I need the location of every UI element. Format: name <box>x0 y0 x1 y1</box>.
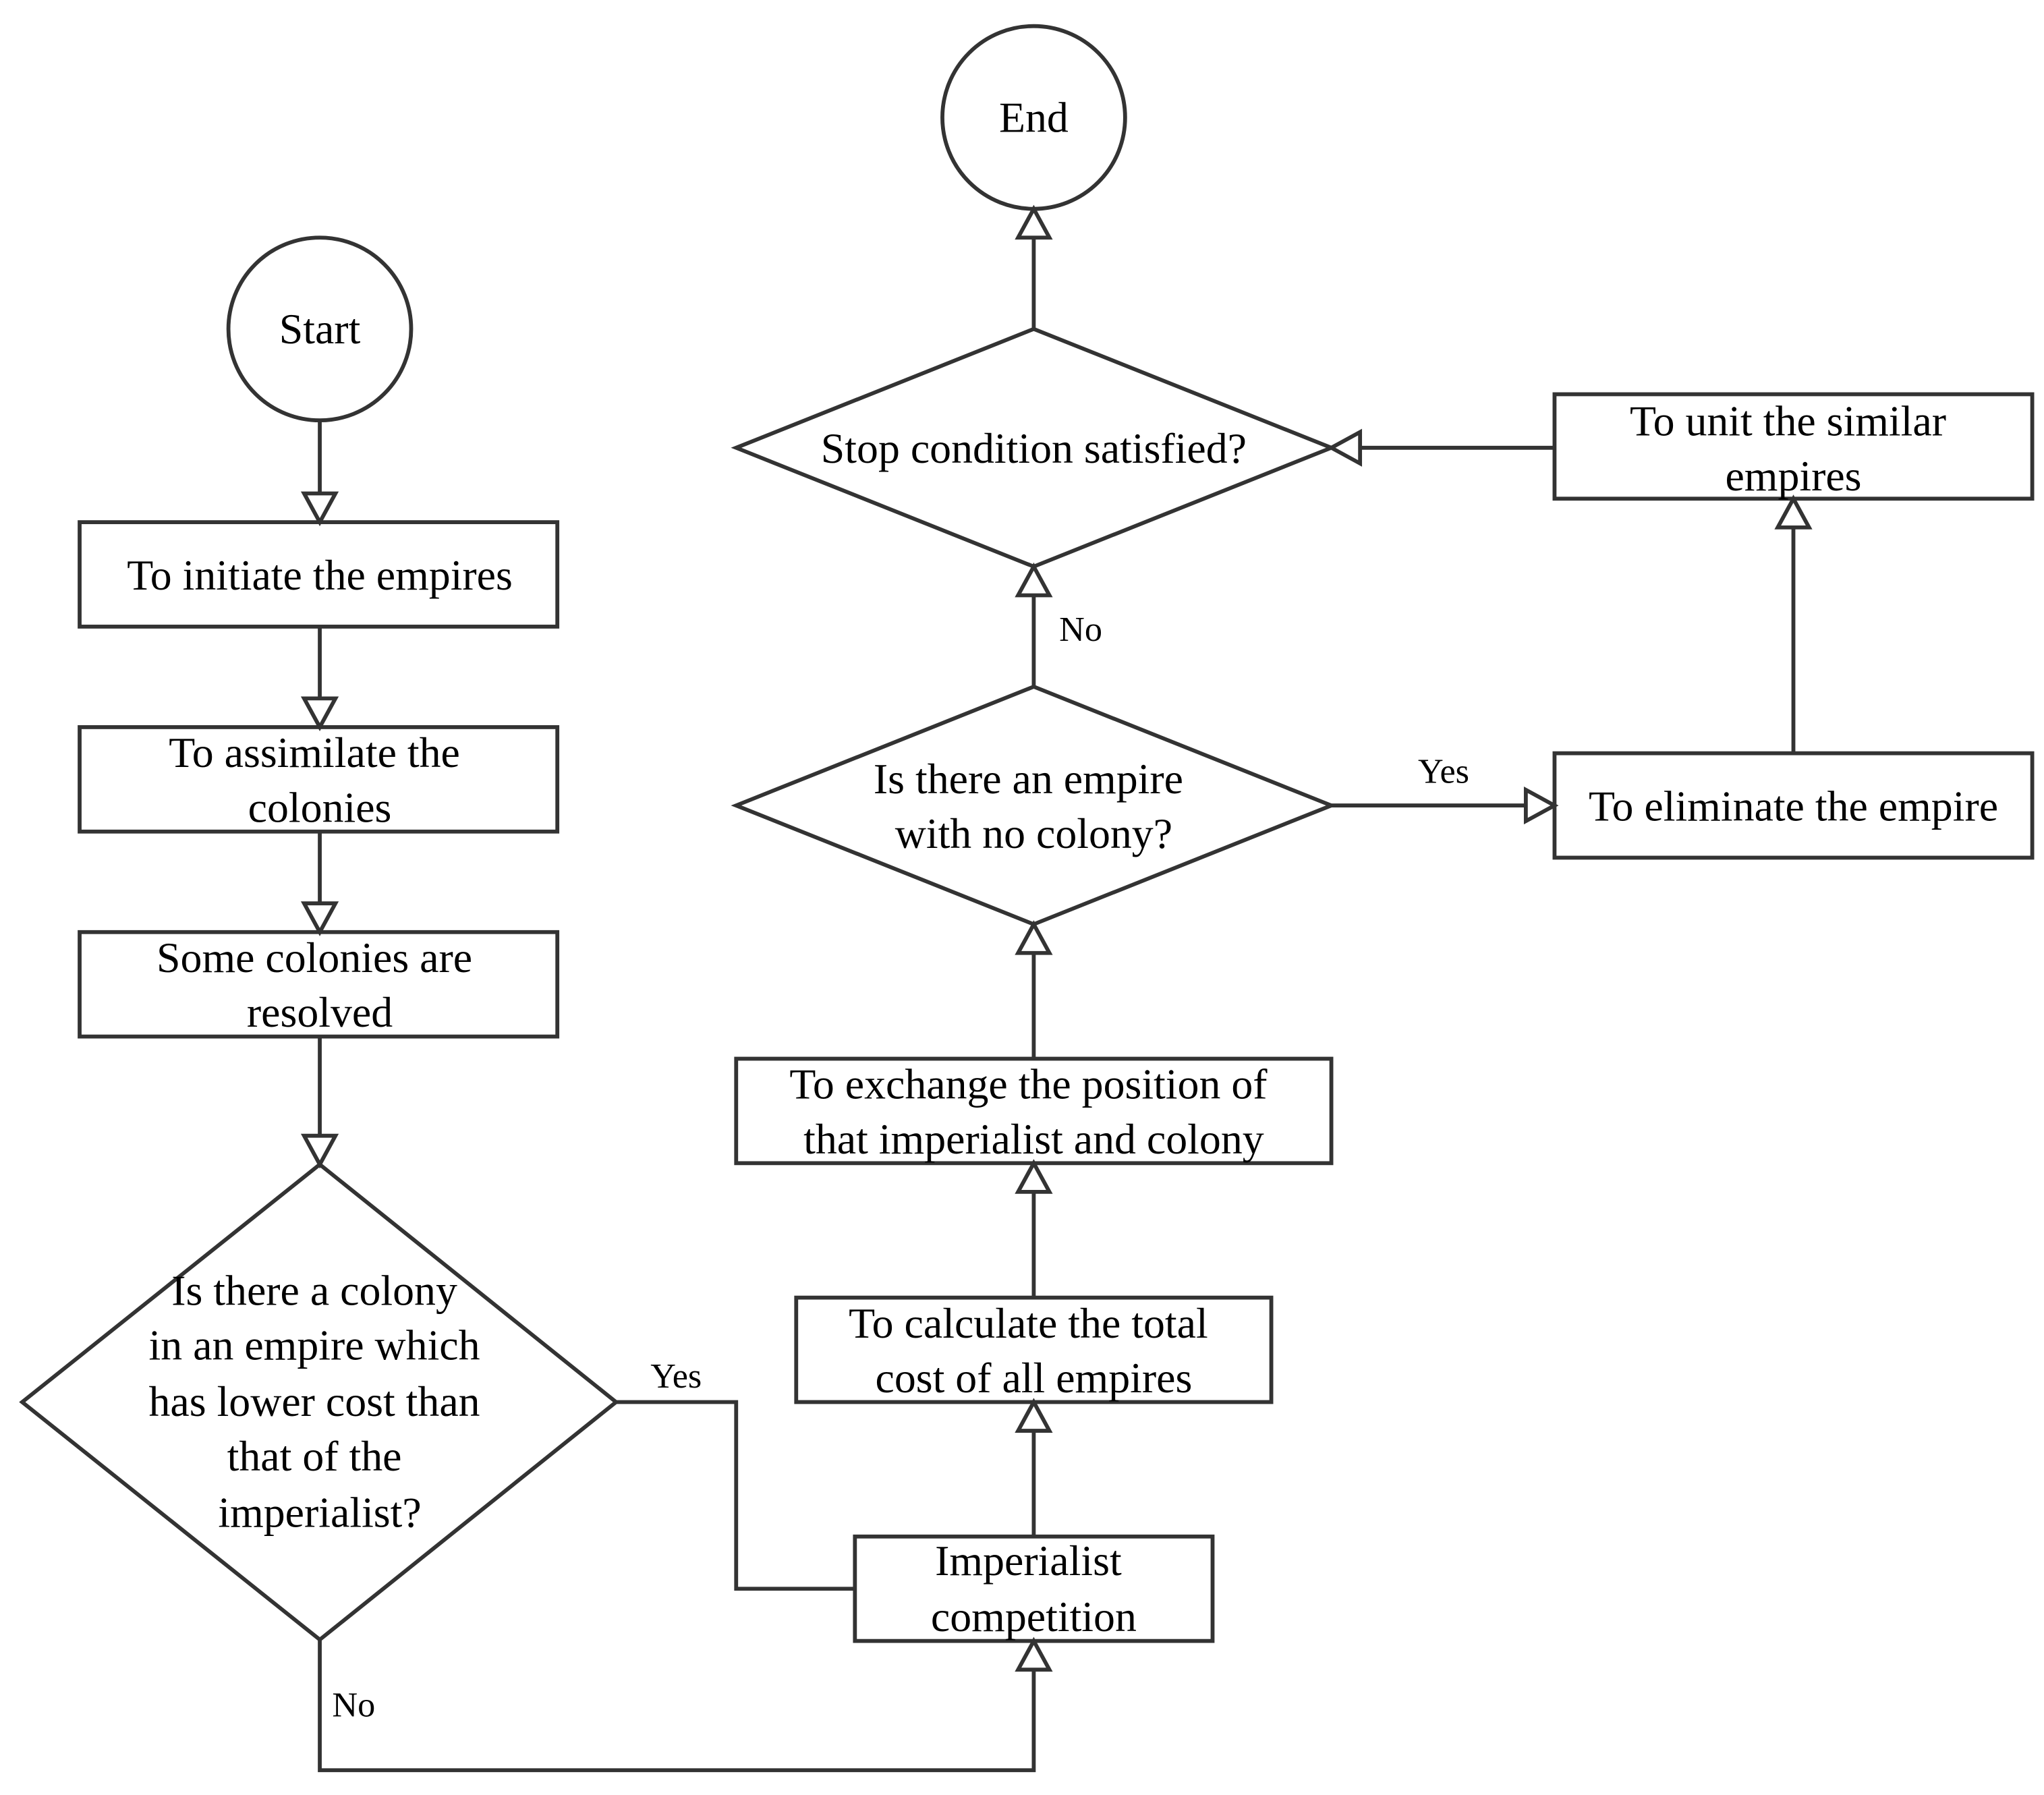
lower-cost-decision-line: Is there a colony <box>171 1266 457 1314</box>
arrowhead-up <box>1015 562 1053 598</box>
empire-no-colony-decision-line: Is there an empire <box>874 755 1183 803</box>
calculate-total-cost-text: To calculate the total cost of all empir… <box>849 1299 1219 1402</box>
arrowhead-up <box>1774 494 1813 530</box>
colonies-resolved-line: resolved <box>247 988 393 1036</box>
unit-similar-empires-text: To unit the similar empires <box>1630 397 1957 500</box>
arrowhead-right <box>1523 786 1559 825</box>
lower-cost-decision-line: has lower cost than <box>149 1377 480 1425</box>
unit-similar-empires-box <box>1552 392 2035 501</box>
initiate-empires-text: To initiate the empires <box>127 551 513 599</box>
no-colony-yes-label: Yes <box>1418 752 1469 791</box>
stop-condition-decision-text: Stop condition satisfied? <box>821 424 1247 472</box>
colonies-resolved-text: Some colonies are resolved <box>157 934 483 1036</box>
lower-cost-decision-line: that of the <box>227 1432 402 1480</box>
end-label: End <box>999 94 1069 142</box>
lower-cost-no-label: No <box>332 1685 375 1724</box>
assimilate-colonies-line: colonies <box>248 783 392 831</box>
lower-cost-decision-text: Is there a colony in an empire which has… <box>149 1266 491 1536</box>
arrowhead-up <box>1015 204 1053 240</box>
unit-similar-empires-line: To unit the similar <box>1630 397 1946 445</box>
assimilate-colonies-line: To assimilate the <box>169 729 460 776</box>
assimilate-colonies-text: To assimilate the colonies <box>169 729 471 831</box>
calculate-total-cost-line: cost of all empires <box>876 1354 1193 1402</box>
start-label: Start <box>279 305 361 353</box>
imperialist-competition-line: Imperialist <box>935 1537 1122 1585</box>
initiate-empires-line: To initiate the empires <box>127 551 513 599</box>
arrowhead-up <box>1015 1398 1053 1433</box>
edge-decision-no-to-competition <box>318 1639 1036 1773</box>
arrowhead-up <box>1015 920 1053 955</box>
arrowhead-left <box>1327 428 1363 467</box>
eliminate-empire-text: To eliminate the empire <box>1589 782 1998 830</box>
arrowhead-up <box>1015 1636 1053 1672</box>
lower-cost-decision-line: imperialist? <box>218 1488 421 1536</box>
arrowhead-down <box>300 491 339 527</box>
edge-decision-yes-to-competition <box>616 1400 855 1591</box>
eliminate-empire-line: To eliminate the empire <box>1589 782 1998 830</box>
exchange-position-text: To exchange the position of that imperia… <box>789 1060 1278 1163</box>
arrowhead-down <box>300 696 339 732</box>
unit-similar-empires-line: empires <box>1725 452 1861 500</box>
empire-no-colony-decision-line: with no colony? <box>895 809 1172 857</box>
calculate-total-cost-line: To calculate the total <box>849 1299 1208 1347</box>
stop-condition-decision-line: Stop condition satisfied? <box>821 424 1247 472</box>
lower-cost-decision-line: in an empire which <box>149 1321 480 1369</box>
empire-no-colony-decision-diamond <box>731 684 1337 927</box>
no-colony-no-label: No <box>1059 610 1102 649</box>
calculate-total-cost-box <box>794 1295 1274 1404</box>
exchange-position-line: that imperialist and colony <box>803 1115 1264 1163</box>
imperialist-competition-line: competition <box>931 1593 1137 1641</box>
empire-no-colony-decision-text: Is there an empire with no colony? <box>874 755 1194 857</box>
lower-cost-yes-label: Yes <box>650 1357 702 1396</box>
imperialist-competition-text: Imperialist competition <box>931 1537 1137 1641</box>
arrowhead-down <box>300 901 339 936</box>
arrowhead-up <box>1015 1159 1053 1194</box>
assimilate-colonies-box <box>78 725 560 834</box>
colonies-resolved-box <box>78 930 560 1039</box>
arrowhead-down <box>300 1133 339 1169</box>
exchange-position-line: To exchange the position of <box>789 1060 1268 1108</box>
colonies-resolved-line: Some colonies are <box>157 934 472 981</box>
